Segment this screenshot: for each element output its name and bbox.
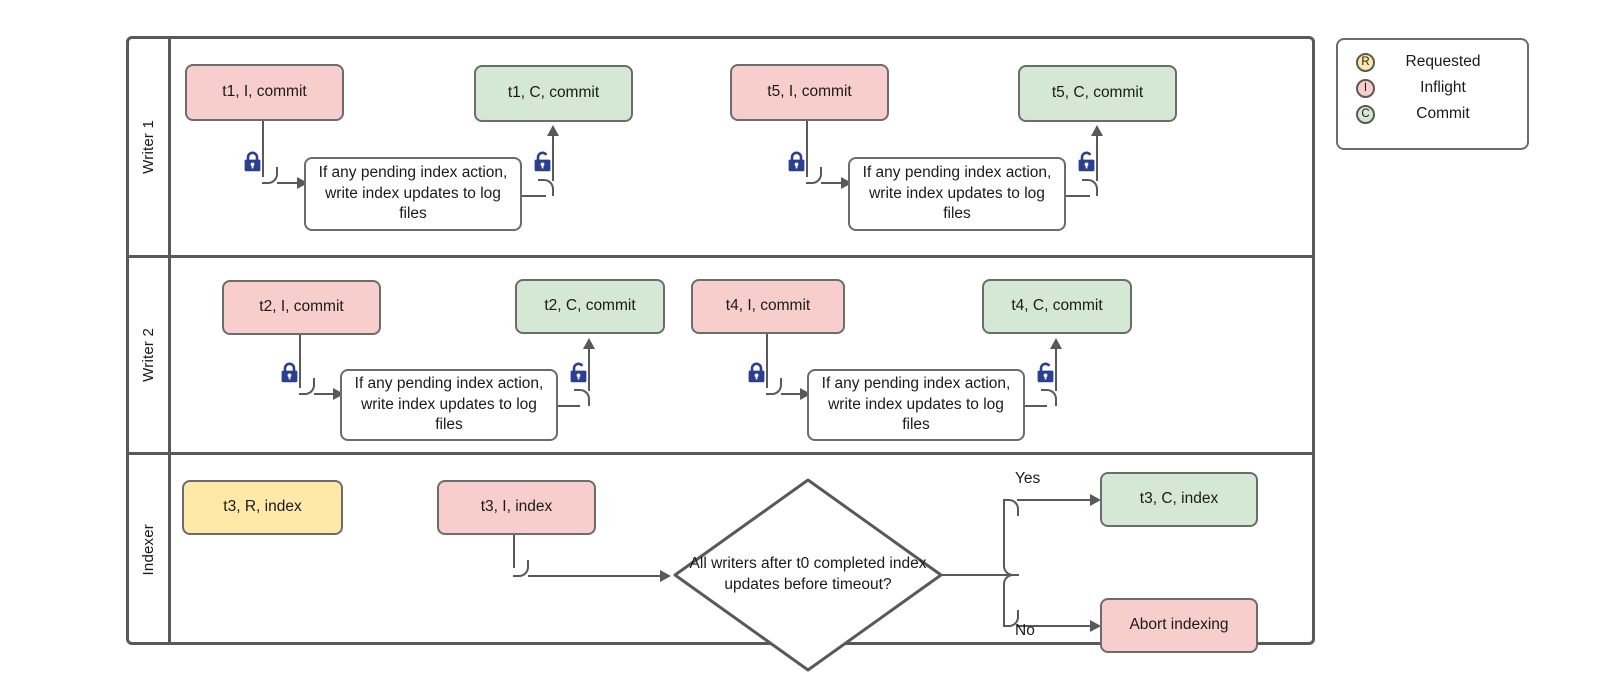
node-w1-index-action-1[interactable]: If any pending index action, write index… — [304, 157, 522, 231]
node-w2-t4-inflight[interactable]: t4, I, commit — [691, 279, 845, 334]
edge-w1-t5i-down — [806, 121, 808, 177]
lane-indexer: Indexer t3, R, index t3, I, index All wr… — [129, 455, 1312, 672]
edge-w2-task2-arrowhead — [1049, 338, 1062, 349]
edge-gate-no-across — [1017, 625, 1092, 627]
edge-w2-t4i-elbow — [766, 378, 782, 395]
lock-open-icon — [568, 362, 589, 384]
edge-w1-task2-up — [1096, 135, 1098, 181]
edge-gate-yes-up — [1003, 499, 1005, 561]
edge-gate-no-arrowhead — [1090, 619, 1101, 632]
lock-open-icon — [1076, 151, 1097, 173]
node-ix-gateway[interactable]: All writers after t0 completed index upd… — [672, 477, 944, 673]
edge-w2-task1-up — [588, 348, 590, 391]
lane-label-writer-2: Writer 2 — [140, 328, 157, 382]
edge-gate-yes-across — [1017, 499, 1092, 501]
edge-w2-t2i-across — [314, 393, 335, 395]
edge-w2-task1-arrowhead — [582, 338, 595, 349]
lane-divider-1 — [129, 255, 1312, 258]
legend-badge-inflight-icon: I — [1356, 78, 1375, 98]
edge-w1-t5i-elbow — [806, 167, 822, 184]
node-w2-index-action-2[interactable]: If any pending index action, write index… — [807, 369, 1025, 441]
lane-divider-2 — [129, 452, 1312, 455]
edge-gate-no-elbow-turn — [1003, 610, 1019, 627]
legend-item-commit: C Commit — [1338, 101, 1527, 127]
lane-header-writer-1: Writer 1 — [129, 39, 171, 255]
edge-ix-t3i-arrowhead — [660, 569, 671, 582]
edge-gate-yes-elbow-turn — [1003, 499, 1019, 516]
legend-label-commit: Commit — [1416, 105, 1470, 122]
edge-w1-t1i-arrowhead — [297, 176, 308, 189]
edge-w2-t2i-elbow — [299, 378, 315, 395]
node-w1-t1-inflight[interactable]: t1, I, commit — [185, 64, 344, 121]
node-w1-t5-inflight[interactable]: t5, I, commit — [730, 64, 889, 121]
edge-label-no: No — [1015, 622, 1035, 639]
edge-w1-task1-elbow — [538, 179, 554, 196]
edge-w1-task2-arrowhead — [1090, 125, 1103, 136]
edge-w2-task1-elbow — [574, 389, 590, 406]
legend-item-inflight: I Inflight — [1338, 75, 1527, 101]
edge-gate-no-elbow-down — [1003, 574, 1019, 591]
edge-gate-out — [941, 574, 1019, 576]
node-w1-t5-commit[interactable]: t5, C, commit — [1018, 65, 1177, 122]
node-w2-t4-commit[interactable]: t4, C, commit — [982, 279, 1132, 334]
lane-label-indexer: Indexer — [140, 524, 157, 576]
edge-ix-t3i-elbow — [513, 560, 529, 577]
node-w1-index-action-2[interactable]: If any pending index action, write index… — [848, 157, 1066, 231]
lane-header-indexer: Indexer — [129, 455, 171, 645]
edge-w1-task2-elbow — [1082, 179, 1098, 196]
legend-badge-commit-icon: C — [1356, 104, 1375, 124]
lock-open-icon — [532, 151, 553, 173]
legend-panel: R Requested I Inflight C Commit — [1336, 38, 1529, 150]
edge-w2-task2-elbow — [1041, 389, 1057, 406]
edge-w2-t4i-arrowhead — [800, 387, 811, 400]
edge-w1-t1i-elbow — [262, 167, 278, 184]
lock-closed-icon — [786, 151, 807, 173]
edge-w1-t1i-across — [277, 182, 299, 184]
edge-w1-t1i-down — [262, 121, 264, 177]
edge-w2-task1-out — [558, 405, 580, 407]
edge-w2-task2-up — [1055, 348, 1057, 391]
edge-w1-task1-out — [522, 195, 546, 197]
legend-label-requested: Requested — [1405, 53, 1481, 70]
lock-open-icon — [1035, 362, 1056, 384]
node-w1-t1-commit[interactable]: t1, C, commit — [474, 65, 633, 122]
edge-w2-t2i-down — [299, 335, 301, 388]
swimlane-pool: Writer 1 t1, I, commit If any pending in… — [126, 36, 1315, 672]
edge-w1-task1-up — [552, 135, 554, 181]
edge-w1-task2-out — [1066, 195, 1090, 197]
legend-item-requested: R Requested — [1338, 49, 1527, 75]
node-w2-index-action-1[interactable]: If any pending index action, write index… — [340, 369, 558, 441]
node-ix-abort[interactable]: Abort indexing — [1100, 598, 1258, 653]
edge-gate-yes-arrowhead — [1090, 493, 1101, 506]
lock-closed-icon — [242, 151, 263, 173]
lock-closed-icon — [746, 362, 767, 384]
edge-gate-no-down — [1003, 588, 1005, 625]
lane-writer-2: Writer 2 t2, I, commit If any pending in… — [129, 258, 1312, 452]
node-w2-t2-inflight[interactable]: t2, I, commit — [222, 280, 381, 335]
edge-w2-t4i-across — [781, 393, 802, 395]
lock-closed-icon — [279, 362, 300, 384]
edge-ix-t3i-across — [528, 575, 662, 577]
edge-w1-t5i-arrowhead — [841, 176, 852, 189]
lane-header-writer-2: Writer 2 — [129, 258, 171, 452]
node-w2-t2-commit[interactable]: t2, C, commit — [515, 279, 665, 334]
edge-w1-task1-arrowhead — [546, 125, 559, 136]
node-ix-t3-requested[interactable]: t3, R, index — [182, 480, 343, 535]
legend-badge-requested-icon: R — [1356, 52, 1375, 72]
legend-label-inflight: Inflight — [1420, 79, 1466, 96]
edge-w1-t5i-across — [821, 182, 843, 184]
edge-w2-t2i-arrowhead — [333, 387, 344, 400]
edge-label-yes: Yes — [1015, 470, 1041, 487]
node-ix-t3-inflight[interactable]: t3, I, index — [437, 480, 596, 535]
edge-w2-task2-out — [1025, 405, 1047, 407]
lane-label-writer-1: Writer 1 — [140, 120, 157, 174]
lane-writer-1: Writer 1 t1, I, commit If any pending in… — [129, 39, 1312, 255]
edge-w2-t4i-down — [766, 334, 768, 388]
node-ix-t3-commit[interactable]: t3, C, index — [1100, 472, 1258, 527]
edge-ix-t3i-down — [513, 535, 515, 568]
